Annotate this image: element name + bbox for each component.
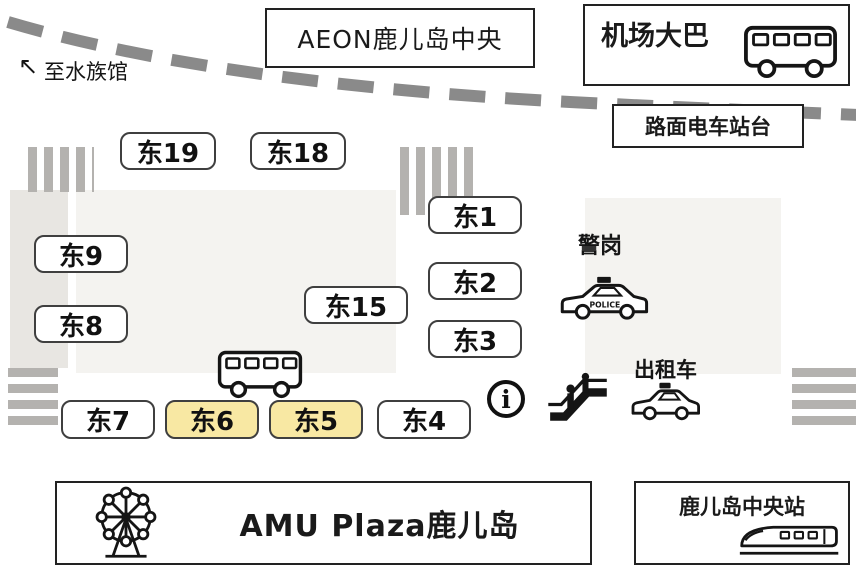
police-box-label: 警岗 <box>578 234 623 259</box>
bus-stop-east15: 东15 <box>304 286 408 324</box>
bus-stop-east2: 东2 <box>428 262 522 300</box>
bus-stop-east9: 东9 <box>34 235 128 273</box>
airport-bus-label: 机场大巴 <box>601 21 709 52</box>
crosswalk-bottom-right <box>792 368 856 432</box>
police-car-icon: POLICE <box>556 276 652 322</box>
bullet-train-icon <box>738 516 842 559</box>
tram-platform-box: 路面电车站台 <box>612 104 804 148</box>
central-station-label: 鹿儿岛中央站 <box>679 495 805 519</box>
bus-stop-east6: 东6 <box>165 400 259 439</box>
aquarium-direction-label: 至水族馆 <box>44 60 128 84</box>
bus-stop-east7: 东7 <box>61 400 155 439</box>
central-station-box: 鹿儿岛中央站 <box>634 481 850 565</box>
arrow-upleft-icon: ↖ <box>18 52 39 80</box>
bus-stop-east4: 东4 <box>377 400 471 439</box>
escalator-icon <box>545 372 611 424</box>
bus-icon <box>217 349 303 399</box>
taxi-stand-label: 出租车 <box>634 358 697 382</box>
taxi-car-icon <box>628 382 702 422</box>
bus-stop-east19: 东19 <box>120 132 216 170</box>
aeon-label: AEON鹿儿岛中央 <box>297 25 503 54</box>
bus-stop-east8: 东8 <box>34 305 128 343</box>
amu-plaza-label: AMU Plaza鹿儿岛 <box>239 509 520 544</box>
aeon-building-box: AEON鹿儿岛中央 <box>265 8 535 68</box>
information-icon: i <box>487 380 525 418</box>
amu-plaza-box: AMU Plaza鹿儿岛 <box>55 481 592 565</box>
airport-bus-box: 机场大巴 <box>583 4 850 86</box>
bus-stop-east1: 东1 <box>428 196 522 234</box>
plaza-area-center <box>76 190 396 373</box>
ferris-wheel-icon <box>83 485 169 562</box>
bus-stop-east5: 东5 <box>269 400 363 439</box>
bus-stop-east18: 东18 <box>250 132 346 170</box>
tram-platform-label: 路面电车站台 <box>645 115 771 139</box>
bus-stop-east3: 东3 <box>428 320 522 358</box>
crosswalk-top-left <box>28 147 94 192</box>
crosswalk-bottom-left <box>8 368 58 432</box>
information-i-glyph: i <box>501 384 511 414</box>
police-car-text: POLICE <box>590 301 621 310</box>
bus-icon <box>743 24 838 79</box>
